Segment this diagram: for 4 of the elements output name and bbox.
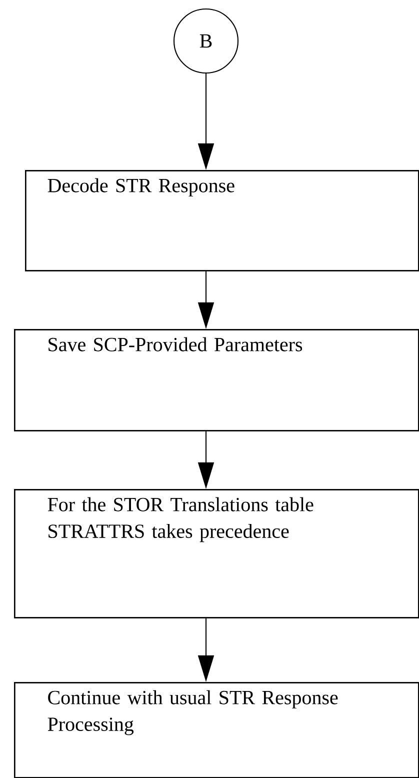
process-box: Continue with usual STR Response Processing	[14, 682, 419, 778]
process-box: Decode STR Response	[25, 170, 419, 272]
process-box: For the STOR Translations table STRATTRS takes precedence	[14, 489, 419, 618]
process-box: Save SCP-Provided Parameters	[14, 329, 419, 432]
